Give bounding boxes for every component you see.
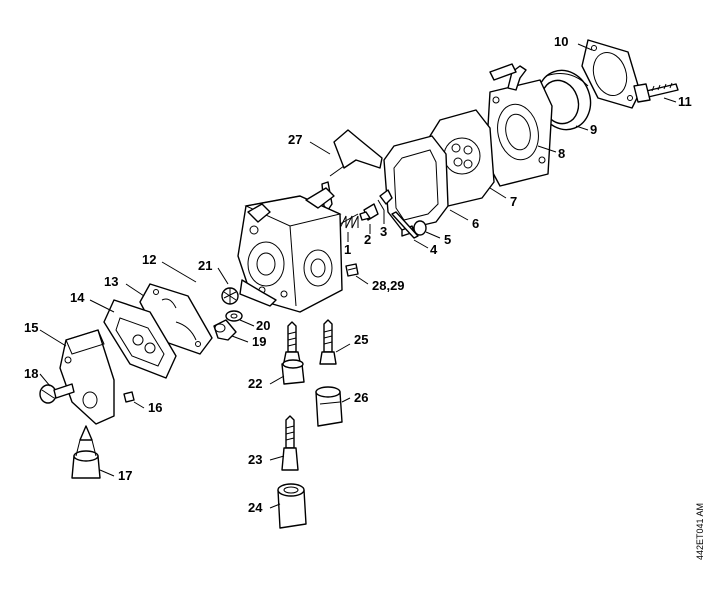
part-6-gasket: [383, 135, 449, 231]
part-15-cover: [59, 329, 115, 425]
part-19-fitting: [213, 319, 237, 341]
part-3-clip: [377, 189, 393, 211]
callout-18: 18: [24, 366, 38, 381]
part-26-cap: [315, 386, 343, 427]
callout-6: 6: [472, 216, 479, 231]
part-8-pump-cover: [485, 63, 553, 187]
callout-labels: 10 11 9 8 7 6 5 4 3 2 1 27 28,29 21 12 1…: [24, 34, 692, 515]
callout-16: 16: [148, 400, 162, 415]
callout-17: 17: [118, 468, 132, 483]
part-11-screw: [633, 82, 679, 103]
part-4-pin: [391, 211, 419, 239]
callout-25: 25: [354, 332, 368, 347]
drawing-code: 442ET041 AM: [695, 503, 705, 560]
carburetor-body: [237, 187, 343, 313]
callout-4: 4: [430, 242, 438, 257]
callout-21: 21: [198, 258, 212, 273]
callout-14: 14: [70, 290, 85, 305]
part-13-gasket: [103, 299, 177, 379]
callout-3: 3: [380, 224, 387, 239]
callout-10: 10: [554, 34, 568, 49]
callout-19: 19: [252, 334, 266, 349]
callout-5: 5: [444, 232, 451, 247]
part-22-needle: [281, 321, 305, 385]
callout-26: 26: [354, 390, 368, 405]
part-21-strainer: [221, 287, 239, 305]
part-16-plug: [123, 391, 135, 403]
part-17-adjusting-screw: [71, 425, 101, 479]
part-12-diaphragm: [139, 283, 213, 355]
part-18-screw: [39, 383, 75, 404]
callout-22: 22: [248, 376, 262, 391]
callout-23: 23: [248, 452, 262, 467]
part-25-needle: [319, 319, 337, 365]
part-20-washer: [225, 310, 243, 322]
callout-2: 2: [364, 232, 371, 247]
leader-lines: [39, 43, 677, 509]
callout-20: 20: [256, 318, 270, 333]
part-24-cap: [277, 483, 307, 529]
part-2-needle-valve: [359, 203, 379, 221]
callout-24: 24: [248, 500, 263, 515]
callout-12: 12: [142, 252, 156, 267]
part-28-29-plug: [345, 263, 359, 277]
part-1-spring: [339, 213, 359, 229]
callout-8: 8: [558, 146, 565, 161]
callout-27: 27: [288, 132, 302, 147]
part-23-needle: [281, 415, 299, 471]
callout-9: 9: [590, 122, 597, 137]
callout-11: 11: [678, 94, 692, 109]
callout-28-29: 28,29: [372, 278, 405, 293]
callout-7: 7: [510, 194, 517, 209]
callout-15: 15: [24, 320, 38, 335]
callout-1: 1: [344, 242, 351, 257]
part-10-gasket: [581, 39, 641, 109]
callout-13: 13: [104, 274, 118, 289]
